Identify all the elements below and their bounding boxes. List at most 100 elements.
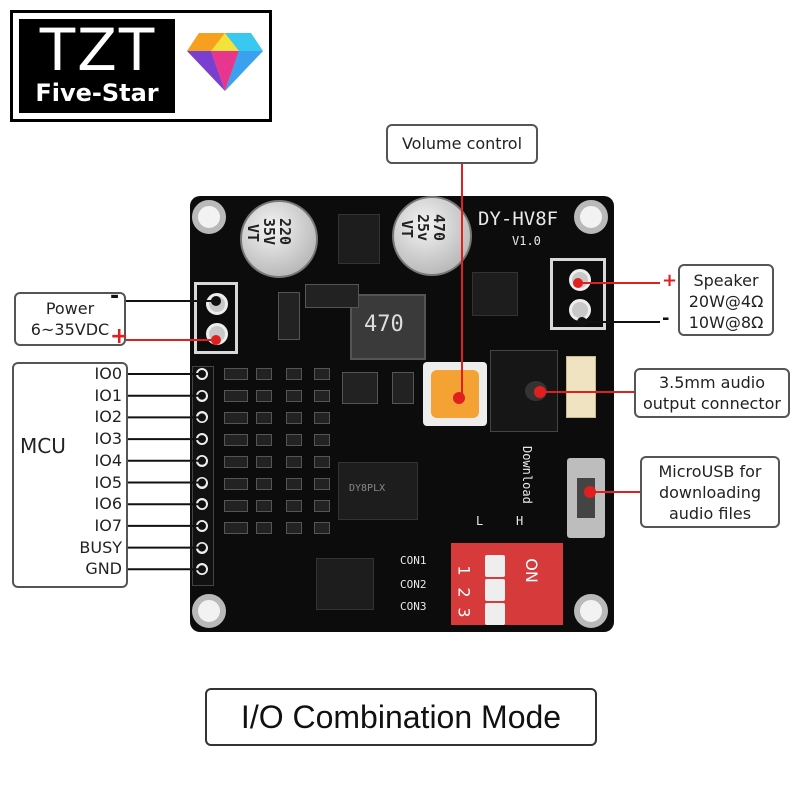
speaker-minus-sign: - bbox=[662, 308, 670, 329]
lh-label: L bbox=[476, 514, 484, 528]
smd-resistor bbox=[256, 390, 272, 402]
smd-resistor bbox=[286, 456, 302, 468]
pin-dot bbox=[198, 478, 206, 487]
smd-resistor bbox=[314, 456, 330, 468]
speaker-terminal bbox=[550, 258, 606, 330]
smd-part bbox=[278, 292, 300, 340]
audio-callout: 3.5mm audio output connector bbox=[634, 368, 790, 418]
dip-toggle[interactable] bbox=[485, 555, 505, 577]
board-version: V1.0 bbox=[512, 234, 541, 248]
pin-dot bbox=[198, 435, 206, 444]
volume-callout-dot bbox=[453, 392, 465, 404]
smd-resistor bbox=[256, 522, 272, 534]
pin-dot bbox=[198, 413, 206, 422]
audio-label-1: 3.5mm audio bbox=[658, 373, 766, 392]
pin-dot bbox=[198, 456, 206, 465]
mount-hole bbox=[192, 200, 226, 234]
smd-part bbox=[342, 372, 378, 404]
brand-logo: TZT Five-Star bbox=[10, 10, 272, 122]
usb-label-1: MicroUSB for bbox=[658, 462, 762, 481]
inductor: 470 bbox=[350, 294, 426, 360]
speaker-plus-dot bbox=[573, 278, 583, 288]
inductor-value: 470 bbox=[364, 312, 404, 337]
pin-dot bbox=[198, 370, 206, 378]
usb-callout-dot bbox=[584, 486, 596, 498]
pin-dot bbox=[198, 500, 206, 509]
pin-label-io6: IO6 bbox=[94, 494, 123, 514]
smd-part bbox=[392, 372, 414, 404]
smd-resistor bbox=[314, 478, 330, 490]
micro-usb-port[interactable] bbox=[567, 458, 605, 538]
ic-chip bbox=[316, 558, 374, 610]
smd-part bbox=[305, 284, 359, 308]
smd-resistor bbox=[314, 500, 330, 512]
smd-resistor bbox=[286, 368, 302, 380]
smd-resistor bbox=[286, 434, 302, 446]
smd-resistor bbox=[314, 522, 330, 534]
mode-title: I/O Combination Mode bbox=[240, 699, 562, 735]
pin-dot bbox=[198, 543, 206, 552]
smd-resistor bbox=[224, 522, 248, 534]
smd-resistor bbox=[314, 390, 330, 402]
speaker-rating-1: 20W@4Ω bbox=[688, 292, 764, 311]
main-ic-chip: DY8PLX bbox=[338, 462, 418, 520]
smd-resistor bbox=[256, 456, 272, 468]
smd-resistor bbox=[314, 368, 330, 380]
capacitor: 470 25v VT bbox=[392, 196, 472, 276]
smd-resistor bbox=[256, 434, 272, 446]
smd-resistor bbox=[224, 390, 248, 402]
mode-title-box: I/O Combination Mode bbox=[205, 688, 597, 746]
diamond-icon bbox=[187, 33, 263, 91]
pin-label-busy: BUSY bbox=[79, 537, 122, 557]
smd-resistor bbox=[224, 456, 248, 468]
volume-callout: Volume control bbox=[386, 124, 538, 164]
power-plus-sign: + bbox=[110, 324, 129, 349]
con-label: CON1 bbox=[400, 554, 427, 567]
usb-label-2: downloading bbox=[658, 483, 762, 502]
dip-toggle[interactable] bbox=[485, 579, 505, 601]
speaker-label: Speaker bbox=[693, 271, 759, 290]
power-minus-dot bbox=[211, 296, 221, 306]
smd-resistor bbox=[314, 434, 330, 446]
volume-label: Volume control bbox=[401, 134, 523, 153]
mcu-label: MCU bbox=[20, 434, 66, 458]
pin-dot bbox=[198, 391, 206, 400]
speaker-plus-sign: + bbox=[662, 270, 678, 291]
dip-switch[interactable]: 1 2 3 ON bbox=[451, 543, 563, 625]
logo-brand-text: TZT bbox=[39, 16, 157, 84]
con-label: CON3 bbox=[400, 600, 427, 613]
dip-toggle[interactable] bbox=[485, 603, 505, 625]
pin-dot bbox=[198, 565, 206, 574]
smd-resistor bbox=[314, 412, 330, 424]
smd-resistor bbox=[286, 390, 302, 402]
smd-resistor bbox=[224, 500, 248, 512]
con-label: CON2 bbox=[400, 578, 427, 591]
ic-chip bbox=[338, 214, 380, 264]
connector-housing bbox=[566, 356, 596, 418]
lh-label: H bbox=[516, 514, 524, 528]
mount-hole bbox=[574, 594, 608, 628]
power-callout: Power 6~35VDC bbox=[14, 292, 126, 346]
smd-resistor bbox=[286, 412, 302, 424]
smd-resistor bbox=[256, 500, 272, 512]
smd-resistor bbox=[224, 368, 248, 380]
logo-subtitle: Five-Star bbox=[35, 79, 159, 107]
smd-resistor bbox=[224, 478, 248, 490]
pin-label-io3: IO3 bbox=[94, 429, 123, 449]
smd-resistor bbox=[286, 522, 302, 534]
board-model: DY-HV8F bbox=[478, 208, 559, 230]
pin-label-gnd: GND bbox=[85, 559, 122, 579]
pin-label-io1: IO1 bbox=[94, 385, 123, 405]
audio-label-2: output connector bbox=[642, 394, 781, 413]
ic-chip bbox=[472, 272, 518, 316]
smd-resistor bbox=[256, 412, 272, 424]
capacitor: 220 35V VT bbox=[240, 200, 318, 278]
power-plus-dot bbox=[211, 335, 221, 345]
pin-label-io7: IO7 bbox=[94, 515, 123, 535]
speaker-callout: Speaker 20W@4Ω 10W@8Ω bbox=[678, 264, 774, 336]
pin-label-io4: IO4 bbox=[94, 450, 123, 470]
pin-label-io5: IO5 bbox=[94, 472, 123, 492]
smd-resistor bbox=[286, 500, 302, 512]
